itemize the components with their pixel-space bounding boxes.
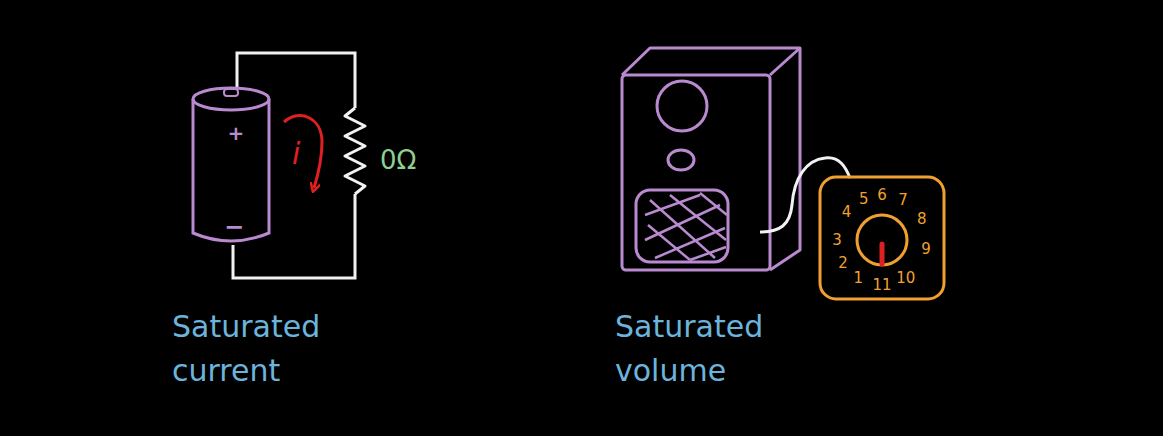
dial-number: 2 <box>838 254 848 272</box>
wire <box>237 53 355 108</box>
dial-number: 5 <box>859 190 869 208</box>
speaker-tweeter <box>657 81 707 131</box>
resistance-value: 0Ω <box>380 142 416 180</box>
dial-plate <box>820 177 944 299</box>
dial-number: 6 <box>877 186 887 204</box>
dial-number: 1 <box>853 269 863 287</box>
speaker-port <box>668 150 694 170</box>
dial-number: 9 <box>921 240 931 258</box>
wire <box>233 194 355 278</box>
speaker-cable <box>760 158 850 232</box>
current-arrow <box>284 116 322 188</box>
speaker-cabinet <box>622 48 800 270</box>
dial-knob <box>857 215 907 265</box>
speaker-grille <box>636 190 728 262</box>
speaker-grille <box>645 193 727 260</box>
speaker-cabinet <box>770 48 800 75</box>
battery: +− <box>190 85 272 245</box>
caption-label: Saturated current <box>172 305 382 392</box>
current-symbol: i <box>292 132 300 176</box>
polarity-plus: + <box>228 121 245 145</box>
battery-body <box>193 99 269 241</box>
battery-terminal <box>224 89 238 96</box>
dial-pointer <box>880 244 885 264</box>
dial-number: 8 <box>917 210 927 228</box>
speaker-cabinet <box>622 75 770 270</box>
dial-number: 4 <box>842 203 852 221</box>
caption-label: Saturated volume <box>615 305 825 392</box>
polarity-minus: − <box>224 213 244 241</box>
dial-number: 7 <box>898 191 908 209</box>
dial-number: 11 <box>872 276 891 294</box>
volume-dial: 12 345678 9 10 11 <box>818 175 946 301</box>
dial-number: 10 <box>896 269 915 287</box>
dial-number: 3 <box>832 231 842 249</box>
battery-top <box>193 88 269 110</box>
resistor-symbol <box>345 108 365 194</box>
